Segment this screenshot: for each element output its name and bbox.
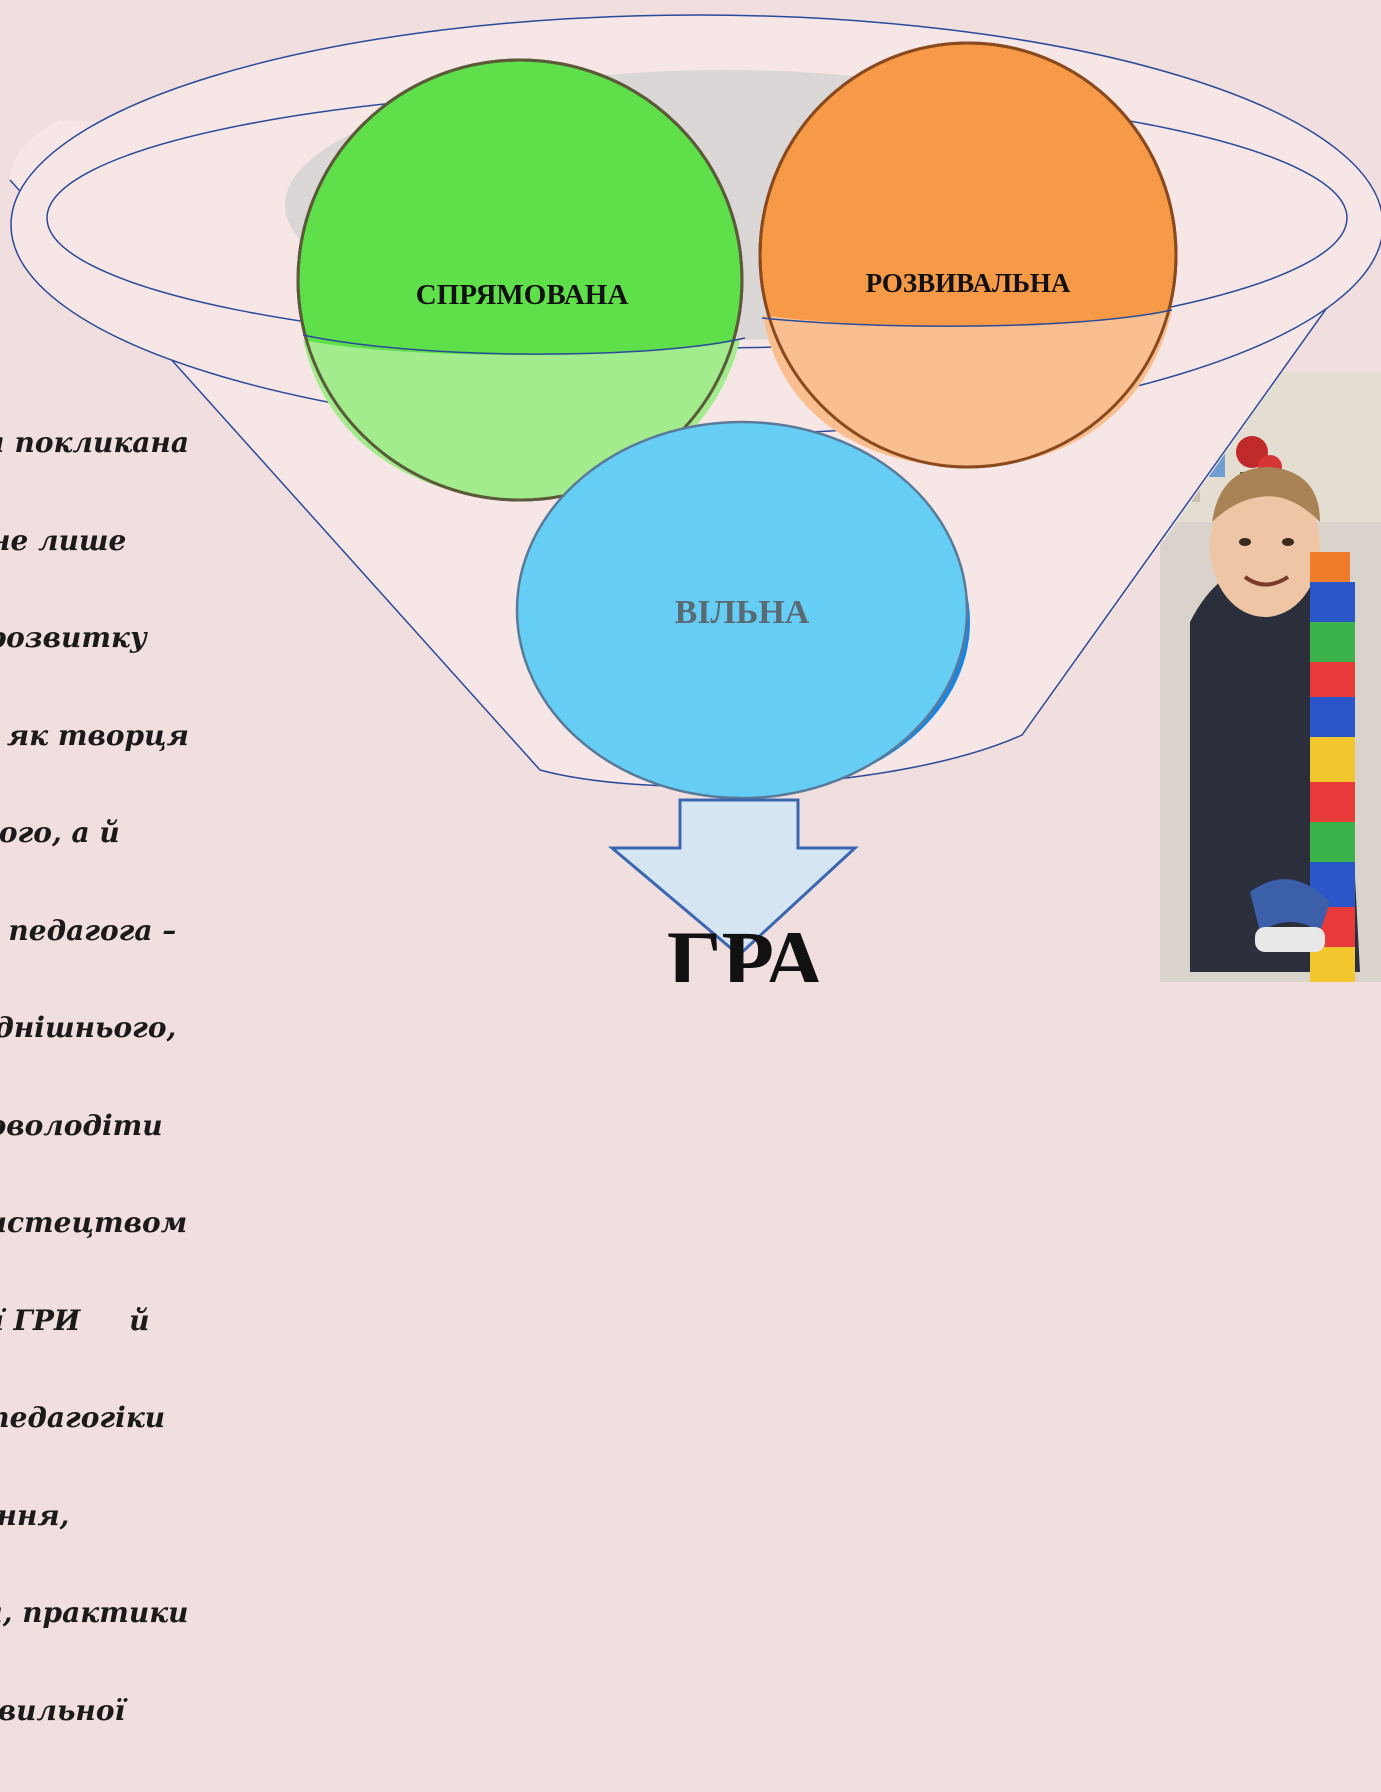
label-rozvyvalna: РОЗВИВАЛЬНА [866,268,1071,298]
side-text-line: ію педагога – [8,913,177,947]
side-text-line: д педагогіки [0,1401,166,1434]
side-text-line: годнішнього, [0,1011,177,1044]
side-text-line: ції ГРИ й [0,1303,150,1337]
side-text-line: ма покликана [0,426,189,459]
side-text-line: у розвитку [0,621,147,654]
funnel-diagram: СПРЯМОВАНА РОЗВИВАЛЬНА ВІЛЬНА ГРА [9,14,1381,982]
side-text-line: ня, практики [0,1596,189,1629]
side-text-line: нього, а й [0,816,120,849]
result-label: ГРА [667,913,825,982]
circle-vilna [515,420,969,800]
side-text-line: ка як творця [6,718,189,752]
label-spryamovana: СПРЯМОВАНА [416,279,629,311]
slide: ма покликана и не лише у розвитку ка як … [0,14,1381,1726]
side-text-line: равильної [0,1693,126,1727]
label-vilna: ВІЛЬНА [675,594,810,631]
arrow-down [607,798,859,957]
side-text-line: и не лише [0,523,127,557]
side-text-line: е оволодіти [0,1108,163,1142]
circle-rozvyvalna-lower [763,310,1172,467]
side-text-line: вання, [0,1498,70,1532]
side-text-line: мистецтвом [0,1206,188,1239]
